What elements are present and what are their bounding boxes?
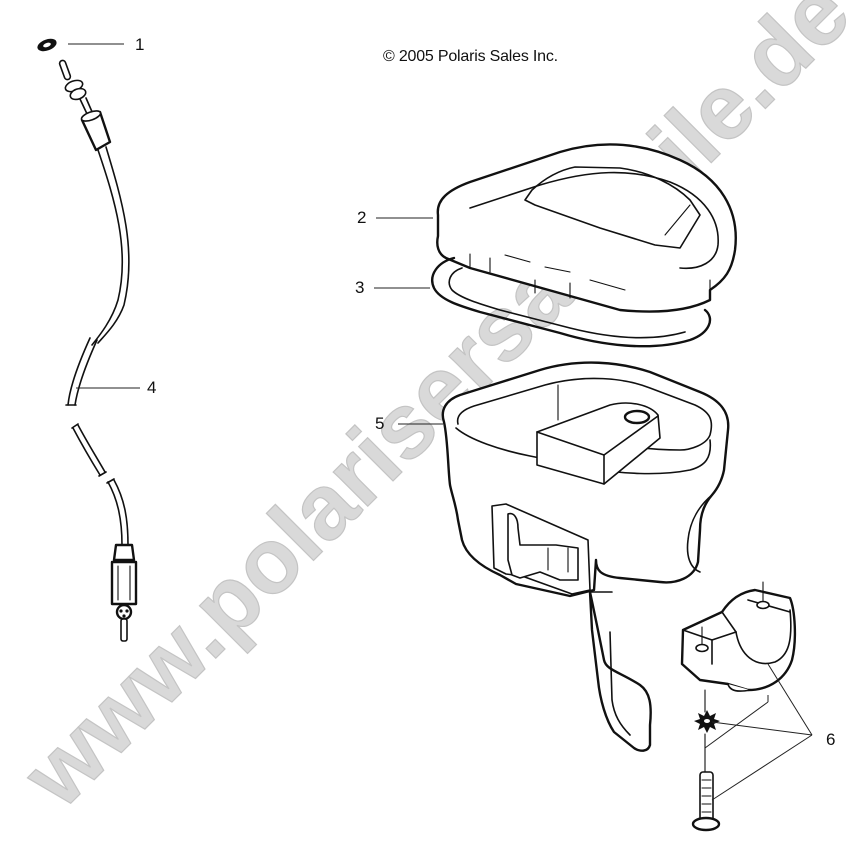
part-5-throttle-housing[interactable] bbox=[441, 361, 730, 752]
callout-3: 3 bbox=[355, 278, 365, 297]
part-6-star-washer[interactable] bbox=[694, 689, 720, 733]
callout-6: 6 bbox=[826, 730, 836, 749]
part-1-o-ring[interactable] bbox=[36, 36, 59, 53]
svg-text:www.polarisersatzteile.de: www.polarisersatzteile.de bbox=[3, 0, 865, 827]
part-4-throttle-cable-lower[interactable] bbox=[71, 423, 138, 642]
watermark: www.polarisersatzteile.de bbox=[3, 0, 865, 827]
callout-4: 4 bbox=[147, 378, 157, 397]
part-2-housing-cover[interactable] bbox=[436, 143, 737, 313]
part-6-screw[interactable] bbox=[691, 733, 721, 832]
part-3-cover-gasket[interactable] bbox=[431, 256, 712, 348]
copyright-notice: © 2005 Polaris Sales Inc. bbox=[383, 48, 558, 65]
part-6-clamp[interactable] bbox=[680, 581, 797, 692]
leader-6 bbox=[704, 663, 813, 801]
callout-1: 1 bbox=[135, 35, 145, 54]
part-4-throttle-cable[interactable] bbox=[58, 59, 130, 406]
callout-5: 5 bbox=[375, 414, 385, 433]
callout-2: 2 bbox=[357, 208, 367, 227]
